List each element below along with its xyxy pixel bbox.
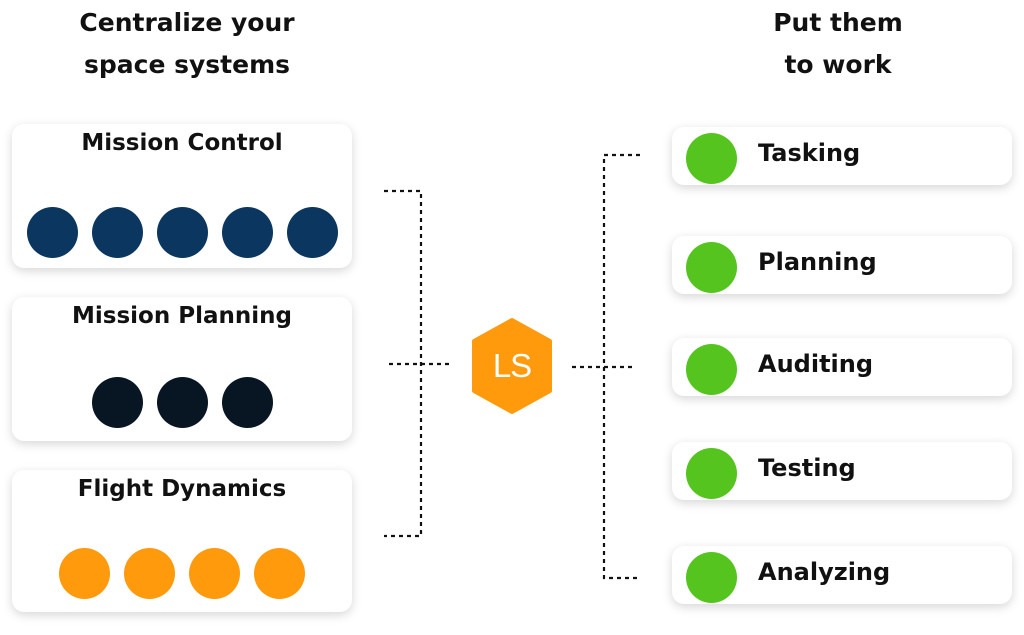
system-card-mission-planning: Mission Planning <box>12 297 352 441</box>
use-card-analyzing: Analyzing <box>672 546 1012 604</box>
use-label: Auditing <box>758 350 874 378</box>
system-dot <box>59 548 110 599</box>
use-card-planning: Planning <box>672 236 1012 294</box>
use-label: Tasking <box>758 139 861 167</box>
use-card-tasking: Tasking <box>672 127 1012 185</box>
right-bracket <box>602 153 640 580</box>
system-card-mission-control: Mission Control <box>12 124 352 268</box>
right-heading: Put them to work <box>773 8 903 79</box>
hub-hexagon <box>472 318 552 414</box>
system-dot <box>254 548 305 599</box>
status-dot <box>686 242 737 293</box>
status-dot <box>686 133 737 184</box>
use-label: Testing <box>758 454 856 482</box>
system-dot <box>221 207 273 258</box>
system-dots <box>12 548 352 599</box>
use-label: Analyzing <box>758 558 891 586</box>
status-dot <box>686 448 737 499</box>
system-dot <box>156 377 208 428</box>
status-dot <box>686 344 737 395</box>
system-title: Mission Planning <box>72 303 292 329</box>
left-heading: Centralize your space systems <box>79 8 295 79</box>
system-title: Mission Control <box>81 130 283 156</box>
use-card-auditing: Auditing <box>672 338 1012 396</box>
system-dot <box>156 207 208 258</box>
system-dot <box>286 207 338 258</box>
system-dot <box>189 548 240 599</box>
system-dot <box>91 207 143 258</box>
system-dot <box>124 548 175 599</box>
use-card-testing: Testing <box>672 442 1012 500</box>
system-title: Flight Dynamics <box>77 476 287 502</box>
use-label: Planning <box>758 248 877 276</box>
system-card-flight-dynamics: Flight Dynamics <box>12 470 352 612</box>
system-dot <box>91 377 143 428</box>
system-dot <box>221 377 273 428</box>
hub-logo: LS <box>472 318 552 414</box>
status-dot <box>686 552 737 603</box>
hub-logo-text: LS <box>493 347 531 384</box>
system-dot <box>26 207 78 258</box>
system-dots <box>12 207 352 258</box>
system-dots <box>12 377 352 428</box>
